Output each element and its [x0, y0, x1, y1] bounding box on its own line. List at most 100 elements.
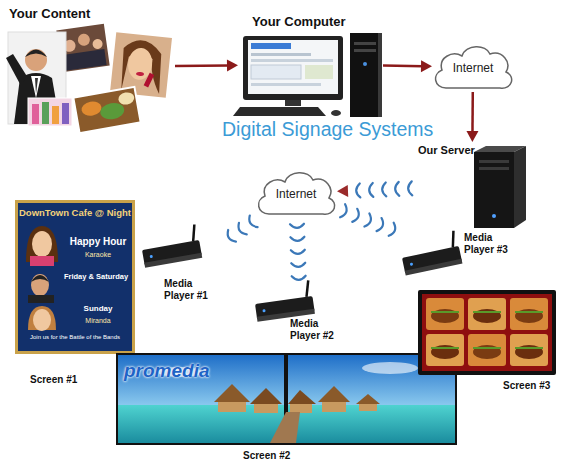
content-collage — [62, 103, 69, 124]
content-collage — [8, 32, 66, 124]
server-node: Our Server — [418, 142, 526, 230]
screen-portrait — [30, 256, 54, 266]
wave-arc — [352, 209, 359, 222]
content-collage — [77, 33, 91, 47]
computer-icon — [331, 110, 341, 116]
arrow-line — [383, 64, 423, 67]
content-collage — [136, 72, 144, 77]
wave-arc — [395, 182, 399, 196]
screen-menu — [468, 298, 506, 330]
screen-portrait — [31, 275, 49, 282]
screen-menu — [473, 311, 501, 313]
content-collage — [63, 49, 107, 71]
screen-wide — [118, 355, 284, 443]
content-collage — [32, 104, 39, 124]
media-player-device — [262, 309, 265, 312]
screen-menu — [426, 334, 464, 366]
screen-menu — [473, 309, 501, 323]
node-label: Media Player #2 — [290, 318, 344, 342]
media-player-device — [405, 259, 463, 276]
computer-icon — [233, 107, 326, 116]
media-player-device — [410, 262, 414, 266]
screen-portrait — [33, 309, 51, 331]
computer-icon — [248, 40, 338, 94]
content-collage — [6, 54, 28, 84]
media-player-device — [399, 230, 463, 275]
content-collage — [28, 98, 72, 126]
node-label: Your Content — [9, 6, 129, 22]
media-player-device — [144, 253, 202, 268]
wave-arc — [238, 223, 246, 235]
server-tower — [474, 146, 526, 228]
screen-text: Join us for the Battle of the Bands — [18, 334, 132, 341]
screen-wide — [250, 388, 282, 404]
computer-icon — [305, 65, 333, 79]
screen-wide — [356, 394, 380, 404]
flow-arrow — [383, 60, 432, 72]
server-tower — [479, 160, 509, 163]
media-player-device — [450, 231, 457, 247]
content-collage — [117, 91, 135, 106]
screen-menu — [510, 298, 548, 330]
node-label: Our Server — [418, 144, 478, 157]
media-player: Media Player #3 — [398, 230, 520, 280]
screen-wide — [362, 362, 418, 374]
screen-wide — [290, 404, 312, 413]
screen-menu — [473, 345, 501, 359]
screen-portrait — [31, 274, 49, 296]
screen-wide — [116, 353, 457, 445]
computer-icon — [350, 33, 382, 117]
content-collage — [25, 50, 47, 58]
wave-arc — [356, 183, 360, 197]
screen-portrait — [32, 231, 52, 257]
media-player-device — [304, 280, 310, 296]
computer-node: Your Computer — [238, 12, 383, 117]
arrow-head — [466, 131, 478, 142]
computer-icon — [233, 33, 382, 117]
wave-arc — [377, 218, 384, 231]
screen-menu — [468, 334, 506, 366]
display-screen: Screen #3 — [415, 288, 558, 388]
wave-arc — [382, 182, 386, 196]
screen-wide — [218, 402, 246, 412]
media-player: Media Player #1 — [138, 240, 218, 304]
wireless-link — [340, 204, 395, 236]
screen-menu — [515, 311, 543, 313]
computer-icon — [378, 33, 382, 117]
screen-wide — [359, 404, 377, 411]
arrow-line — [471, 92, 474, 133]
flow-arrow — [175, 59, 238, 71]
wave-arc — [389, 223, 396, 236]
computer-icon — [285, 100, 301, 106]
server-tower — [492, 214, 496, 218]
screen-menu — [510, 334, 548, 366]
screen-portrait — [28, 295, 54, 303]
node-label: Your Computer — [252, 14, 372, 30]
screen-menu — [422, 294, 552, 371]
arrow-head — [337, 185, 348, 197]
computer-icon — [251, 83, 321, 86]
screen-menu — [431, 345, 459, 359]
wave-arc — [291, 250, 305, 254]
computer-icon — [354, 49, 376, 52]
content-collage — [52, 106, 59, 124]
flow-arrow — [466, 92, 478, 142]
server-tower — [474, 152, 514, 228]
content-collage — [25, 49, 47, 71]
cloud-node: Internet — [255, 168, 337, 218]
arrow-head — [227, 59, 238, 71]
screen-menu — [515, 309, 543, 323]
node-label: Screen #1 — [30, 374, 110, 386]
computer-icon — [251, 59, 333, 62]
wave-arc — [340, 204, 347, 217]
node-label: Screen #3 — [503, 380, 563, 392]
content-collage — [42, 102, 49, 124]
screen-text: DownTown Cafe @ Night — [17, 207, 133, 218]
screen-portrait — [15, 200, 135, 354]
screen-menu — [431, 347, 459, 349]
content-collage — [92, 38, 103, 49]
screen-wide — [322, 402, 346, 412]
screen-text: Miranda — [64, 316, 132, 325]
content-collage — [6, 23, 173, 133]
